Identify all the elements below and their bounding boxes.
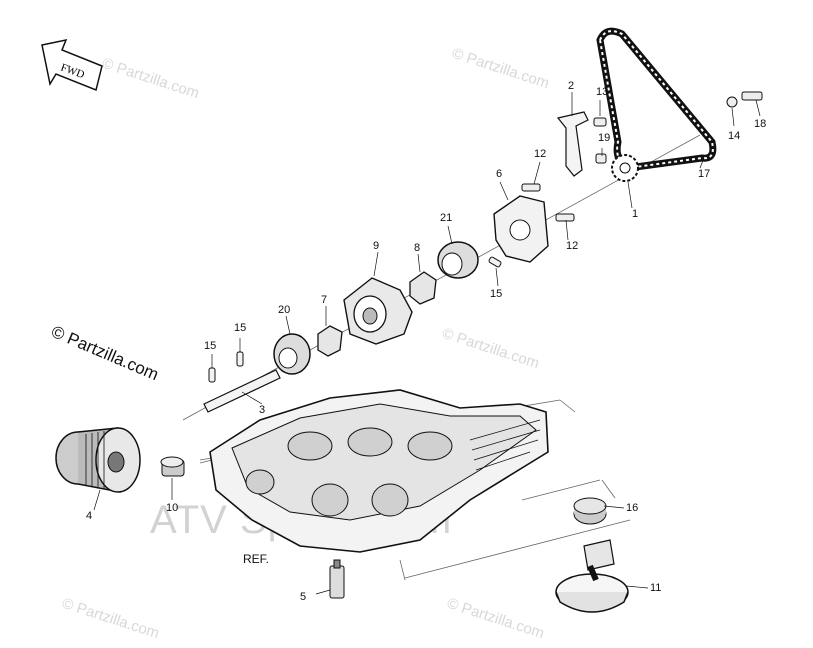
callout-10: 10 (166, 502, 179, 514)
pump-shaft (203, 369, 281, 413)
outer-rotor (437, 241, 479, 279)
callout-6: 6 (496, 168, 503, 180)
ref-label: REF. (243, 552, 270, 566)
callout-11: 11 (650, 582, 662, 594)
oil-filter (55, 427, 141, 493)
callout-12b: 12 (566, 240, 579, 252)
callout-4: 4 (86, 510, 93, 522)
callout-7: 7 (321, 294, 328, 306)
callout-8: 8 (414, 242, 421, 254)
union-bolt (160, 456, 185, 477)
callout-15a: 15 (204, 340, 217, 352)
callout-18: 18 (754, 118, 767, 130)
inner-rotor-2 (317, 325, 343, 357)
callout-13: 13 (596, 86, 609, 98)
inner-rotor (409, 271, 437, 305)
callout-19: 19 (598, 132, 611, 144)
callout-21: 21 (440, 212, 453, 224)
fwd-arrow-icon: FWD (41, 38, 103, 92)
callout-15c: 15 (490, 288, 503, 300)
callout-1: 1 (632, 208, 639, 220)
callout-12a: 12 (534, 148, 547, 160)
chain-guide-bracket (556, 111, 589, 177)
callout-3: 3 (259, 404, 266, 416)
callout-16: 16 (626, 502, 639, 514)
outer-rotor-2 (273, 333, 311, 375)
callout-15b: 15 (234, 322, 247, 334)
oil-strainer-cap (573, 497, 607, 525)
oil-pressure-switch (329, 559, 345, 599)
callout-2: 2 (568, 80, 575, 92)
callout-5: 5 (300, 591, 307, 603)
oil-strainer (555, 539, 629, 613)
crankcase (209, 389, 549, 553)
callout-9: 9 (373, 240, 380, 252)
timing-chain (596, 27, 717, 172)
callout-17: 17 (698, 168, 711, 180)
callout-14: 14 (728, 130, 741, 142)
callout-20: 20 (278, 304, 291, 316)
sprocket (611, 154, 639, 182)
pump-body (343, 277, 413, 345)
